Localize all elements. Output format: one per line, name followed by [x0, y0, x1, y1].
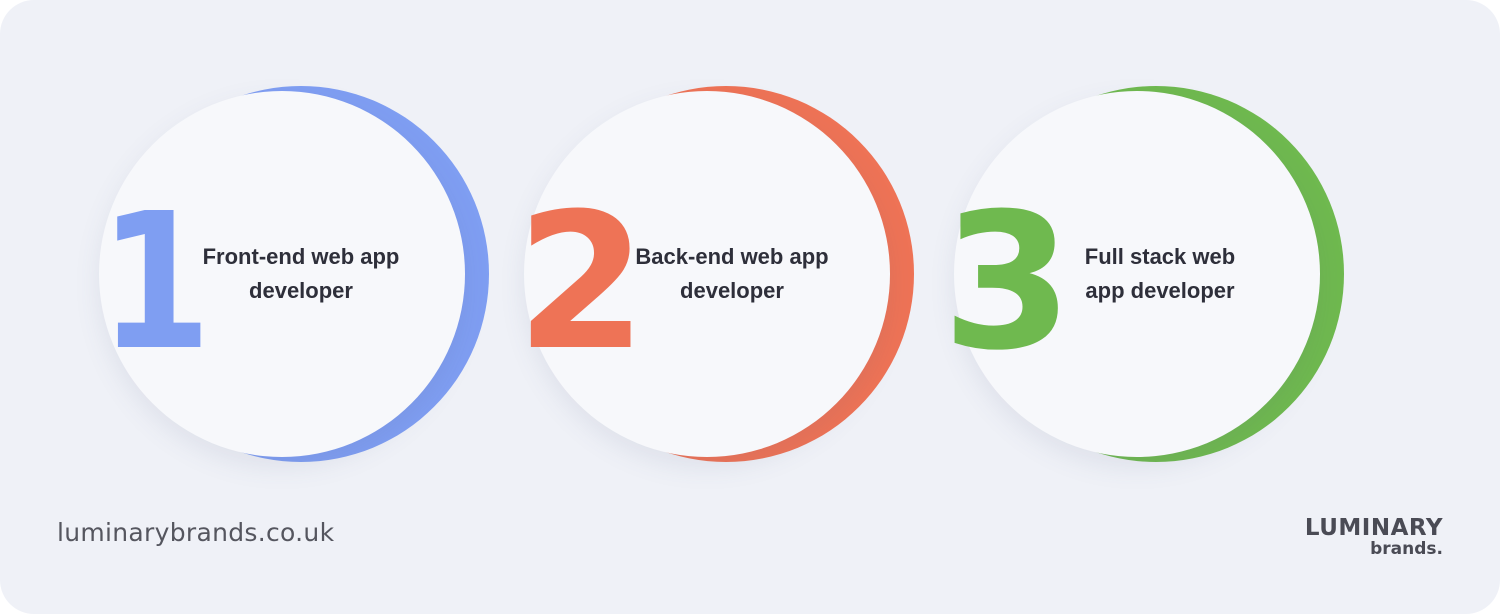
step-3-disc [954, 91, 1320, 457]
step-3-circle: 3 Full stack web app developer [942, 86, 1344, 462]
step-2-circle: 2 Back-end web app developer [516, 86, 914, 462]
step-2-number: 2 [516, 173, 647, 392]
website-url: luminarybrands.co.uk [57, 518, 335, 547]
step-3-number: 3 [942, 173, 1073, 392]
step-3-label: Full stack web app developer [1084, 244, 1236, 303]
step-1-circle: 1 Front-end web app developer [99, 86, 489, 462]
brand-logo-word: LUMINARY [1304, 515, 1443, 541]
brand-logo: LUMINARY brands. [1305, 516, 1443, 558]
step-1-label: Front-end web app developer [202, 244, 400, 303]
step-2-disc [524, 91, 890, 457]
step-1-disc [99, 91, 465, 457]
step-2-label: Back-end web app developer [635, 244, 829, 303]
brand-logo-sub: brands. [1370, 539, 1443, 559]
step-1-number: 1 [99, 173, 211, 392]
